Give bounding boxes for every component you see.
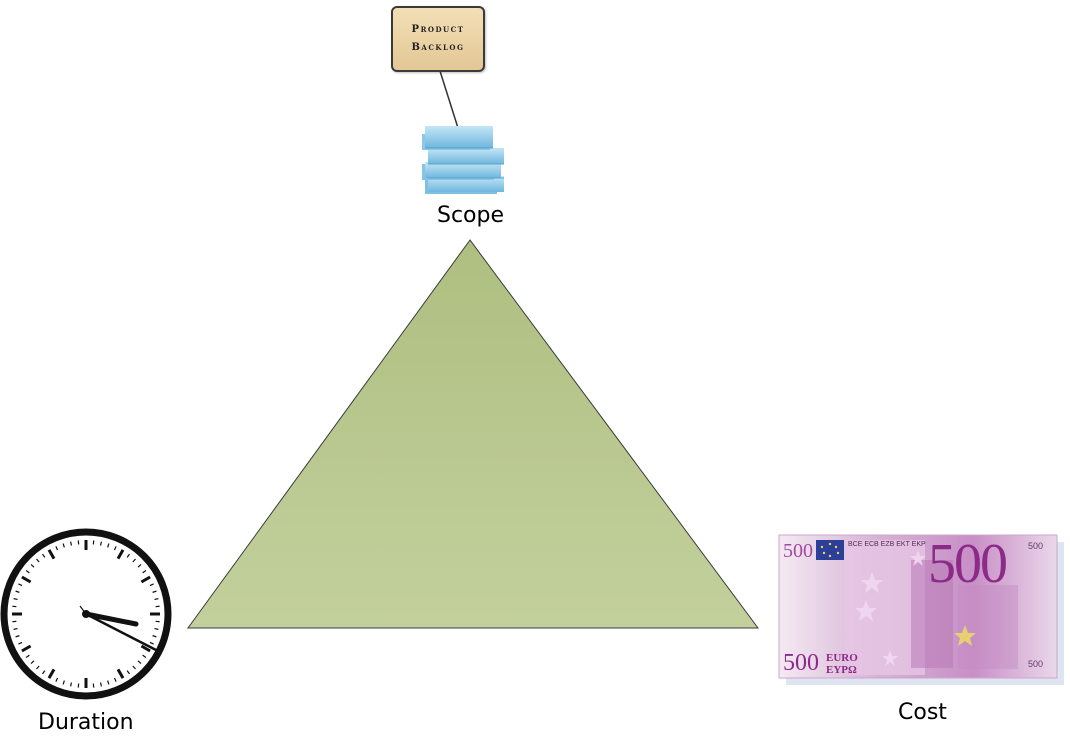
clock-minute-tick [25, 654, 30, 658]
stacked-blocks-icon [422, 126, 504, 194]
banknote-bank-abbrevs: BCE ECB EZB EKT EKP [848, 541, 926, 548]
clock-minute-tick [30, 660, 35, 664]
clock-hour-tick [116, 549, 125, 560]
clock-minute-tick [70, 682, 73, 687]
clock-hour-tick [21, 644, 32, 653]
clock-minute-tick [149, 583, 154, 587]
clock-minute-tick [36, 558, 40, 563]
clock-minute-tick [42, 670, 46, 675]
clock-minute-tick [15, 635, 20, 638]
banknote-currency-greek: ΕΥΡΩ [826, 664, 857, 676]
clock-minute-tick [15, 590, 20, 593]
banknote-denomination-right: 500 [1028, 541, 1044, 551]
clock-minute-tick [126, 553, 130, 558]
clock-minute-tick [25, 570, 30, 574]
clock-minute-tick [152, 590, 157, 593]
clock-hour-tick [47, 549, 56, 560]
clock-minute-tick [18, 583, 23, 587]
clock-minute-tick [62, 680, 65, 685]
clock-minute-tick [142, 570, 147, 574]
clock-minute-tick [99, 541, 102, 546]
clock-minute-tick [113, 546, 117, 551]
clock-minute-tick [149, 641, 154, 645]
clock-minute-tick [70, 541, 73, 546]
banknote-denomination-bottom-left: 500 [783, 650, 819, 676]
clock-minute-tick [107, 680, 110, 685]
clock-minute-tick [132, 665, 136, 670]
clock-minute-tick [142, 654, 147, 658]
banknote-denomination-top-left: 500 [783, 540, 813, 562]
duration-label: Duration [38, 710, 134, 735]
backlog-connector [439, 70, 459, 129]
clock-minute-tick [13, 627, 18, 630]
clock-icon [0, 528, 172, 700]
clock-hour-tick [47, 668, 56, 679]
clock-hour-tick [21, 575, 32, 584]
clock-minute-tick [113, 677, 117, 682]
clock-minute-tick [13, 598, 18, 601]
cost-label: Cost [898, 700, 947, 725]
clock-minute-tick [55, 677, 59, 682]
banknote-currency: EURO [826, 652, 858, 664]
backlog-title-line1: Product [411, 24, 465, 35]
clock-minute-tick [137, 660, 142, 664]
clock-minute-tick [36, 665, 40, 670]
clock-minute-tick [132, 558, 136, 563]
product-backlog-card: Product Backlog [391, 6, 485, 72]
scope-label: Scope [437, 203, 505, 228]
clock-minute-tick [154, 627, 159, 630]
clock-minute-tick [30, 564, 35, 568]
clock-minute-tick [126, 670, 130, 675]
clock-minute-tick [62, 543, 65, 548]
banknote-denomination-large: 500 [928, 533, 1008, 595]
clock-minute-tick [99, 682, 102, 687]
clock-minute-tick [18, 641, 23, 645]
clock-minute-tick [42, 553, 46, 558]
clock-minute-tick [107, 543, 110, 548]
clock-minute-tick [154, 598, 159, 601]
clock-hour-tick [140, 575, 151, 584]
clock-hour-tick [116, 668, 125, 679]
clock-minute-tick [137, 564, 142, 568]
clock-minute-tick [55, 546, 59, 551]
backlog-title-line2: Backlog [411, 42, 465, 53]
clock-minute-tick [152, 635, 157, 638]
clock-hour-tick [140, 644, 151, 653]
banknote-denomination-bottom-right: 500 [1028, 659, 1044, 669]
constraint-triangle [187, 239, 759, 629]
euro-banknote-icon [778, 534, 1064, 685]
